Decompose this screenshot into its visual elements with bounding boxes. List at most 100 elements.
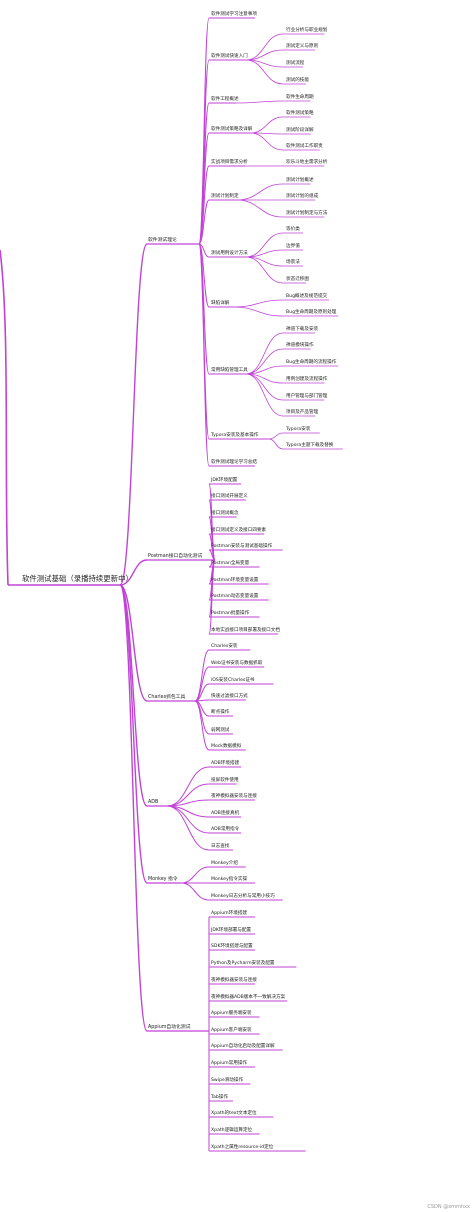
topic-3-6: 弱网测试 xyxy=(211,728,230,733)
topic-6-13: Xpath的text文本定位 xyxy=(211,1111,257,1116)
sub-line-2-10 xyxy=(208,559,216,635)
topic-1-6: 测试计划制定 xyxy=(211,194,239,199)
topic-1-8: 缺陷详解 xyxy=(211,301,230,306)
topic-1-5: 实战项目需求分析 xyxy=(211,160,248,165)
root-topic: 软件测试基础（录播持续更新中） xyxy=(22,574,133,583)
branch-6: Appium自动化测试 xyxy=(148,1025,191,1030)
topic-2-10: 本地实战接口项目部署及接口文档 xyxy=(211,628,280,633)
leaf-line-4-3 xyxy=(250,132,284,151)
topic-3-1: Charles安装 xyxy=(211,644,238,649)
topic-2-7: Postman环境变量设置 xyxy=(211,578,259,583)
leaf-6-2: 测试计划的组成 xyxy=(286,194,319,199)
sub-line-1-6 xyxy=(198,199,210,245)
topic-2-1: JDK环境配置 xyxy=(211,478,238,483)
topic-2-6: Postman全局变量 xyxy=(211,561,250,566)
topic-1-11: 软件测试理论学习总结 xyxy=(211,460,257,465)
sub-line-5-1 xyxy=(180,866,210,884)
topic-6-7: Appium服务端安装 xyxy=(211,1011,252,1016)
topic-3-5: 断点操作 xyxy=(211,710,230,715)
sub-line-3-6 xyxy=(194,700,210,735)
branch-5: Monkey 指令 xyxy=(148,877,178,882)
topic-4-1: ADB环境搭建 xyxy=(211,761,240,766)
leaf-line-9-3 xyxy=(245,365,284,375)
topic-6-9: Appium自动化启动及配置详解 xyxy=(211,1044,275,1049)
leaf-7-2: 边界值 xyxy=(286,244,300,249)
sub-line-3-7 xyxy=(194,700,210,751)
topic-4-4: ADB连接真机 xyxy=(211,811,240,816)
leaf-9-4: 用例创建及流程操作 xyxy=(286,377,328,382)
topic-5-3: Monkey日志分析与常用小技巧 xyxy=(211,894,275,899)
leaf-9-6: 项目及产品管理 xyxy=(286,410,319,415)
leaf-8-1: Bug概述及规范提交 xyxy=(286,294,328,299)
leaf-9-5: 用户管理与部门管理 xyxy=(286,394,328,399)
leaf-line-10-1 xyxy=(268,432,284,440)
topic-4-3: 夜神模拟器安装与连接 xyxy=(211,794,257,799)
leaf-line-9-1 xyxy=(245,332,284,375)
topic-2-2: 接口测试开展定义 xyxy=(211,494,248,499)
leaf-9-3: Bug生命周期的流程操作 xyxy=(286,360,337,365)
branch-1: 软件测试理论 xyxy=(148,238,177,243)
sub-line-1-11 xyxy=(198,243,210,467)
leaf-line-9-5 xyxy=(245,373,284,401)
edge-connector xyxy=(0,249,9,586)
leaf-2-1: 行业分析与职业规划 xyxy=(286,28,328,33)
leaf-line-2-2 xyxy=(245,49,284,61)
leaf-6-1: 测试计划概述 xyxy=(286,178,314,183)
watermark: CSDN @xmmhxx xyxy=(427,1204,470,1210)
leaf-line-8-1 xyxy=(232,299,284,308)
leaf-line-2-1 xyxy=(245,33,284,61)
topic-2-4: 接口测试定义及接口四要素 xyxy=(211,528,267,533)
topic-1-4: 软件测试策略及详解 xyxy=(211,127,253,132)
topic-2-3: 接口测试概念 xyxy=(211,511,239,516)
branch-line-1 xyxy=(119,243,148,586)
topic-6-2: JDK环境部署与配置 xyxy=(211,928,252,933)
topic-1-10: Typora安装及基本操作 xyxy=(211,433,259,438)
branch-3: Charles抓包工具 xyxy=(148,695,186,700)
leaf-line-7-4 xyxy=(245,256,284,284)
topic-4-5: ADB常用指令 xyxy=(211,827,240,832)
topic-3-3: iOS安装Charles证书 xyxy=(211,678,255,683)
leaf-10-2: Typora主题下载及替换 xyxy=(286,443,334,448)
leaf-2-2: 测试定义与原则 xyxy=(286,44,319,49)
leaf-line-10-2 xyxy=(268,438,284,450)
leaf-line-9-2 xyxy=(245,348,284,375)
topic-2-9: Postman批量操作 xyxy=(211,611,250,616)
topic-2-8: Postman动态变量设置 xyxy=(211,594,259,599)
topic-4-6: 日志查找 xyxy=(211,844,230,849)
branch-line-3 xyxy=(119,584,148,702)
leaf-4-2: 测试阶段详解 xyxy=(286,128,314,133)
leaf-line-7-3 xyxy=(245,256,284,267)
topic-6-14: Xpath逻辑运算定位 xyxy=(211,1128,253,1133)
leaf-2-4: 测试的技能 xyxy=(286,78,309,83)
leaf-line-9-6 xyxy=(245,373,284,417)
leaf-line-6-1 xyxy=(236,183,284,201)
topic-1-9: 常用缺陷管理工具 xyxy=(211,368,248,373)
leaf-7-4: 状态迁移图 xyxy=(286,277,309,282)
leaf-4-1: 软件测试策略 xyxy=(286,111,314,116)
topic-6-15: Xpath之属性resource-id定位 xyxy=(211,1145,274,1150)
topic-1-1: 软件测试学习注意事项 xyxy=(211,12,257,17)
topic-5-2: Monkey指令实操 xyxy=(211,877,248,882)
leaf-4-3: 软件测试工作职责 xyxy=(286,144,323,149)
leaf-9-2: 禅道模块操作 xyxy=(286,343,314,348)
topic-3-7: Mock数据模拟 xyxy=(211,744,242,749)
branch-line-2 xyxy=(119,559,148,586)
topic-3-4: 快速过滤接口方式 xyxy=(211,694,248,699)
leaf-6-3: 测试计划制定与方法 xyxy=(286,211,328,216)
leaf-7-1: 等价类 xyxy=(286,227,300,232)
sub-line-4-1 xyxy=(166,766,210,807)
branch-line-6 xyxy=(119,584,148,1032)
branch-line-5 xyxy=(119,584,148,884)
topic-1-2: 软件测试快速入门 xyxy=(211,54,248,59)
leaf-2-3: 测试流程 xyxy=(286,61,305,66)
topic-6-8: Appium客户端安装 xyxy=(211,1028,252,1033)
topic-6-3: SDK环境搭建与配置 xyxy=(211,944,253,949)
leaf-3-1: 软件生命周期 xyxy=(286,95,314,100)
sub-line-1-2 xyxy=(198,59,210,245)
topic-6-6: 夜神模拟器ADB版本不一致解决方案 xyxy=(211,995,286,1000)
leaf-7-3: 场景法 xyxy=(286,260,300,265)
topic-4-2: 投屏软件使用 xyxy=(211,778,239,783)
sub-line-5-3 xyxy=(180,882,210,901)
topic-1-3: 软件工程概述 xyxy=(211,97,239,102)
